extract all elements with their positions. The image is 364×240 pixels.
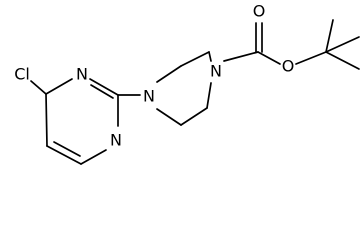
pyrimidine-ring bbox=[45, 78, 119, 165]
bond-piperazine-left-n-upper-ch2 bbox=[156, 65, 182, 83]
chlorine-label: Cl bbox=[14, 65, 30, 84]
bond-tert-butyl-c-right-methyl bbox=[325, 36, 360, 53]
bond-pyrimidine-c5-c4 bbox=[45, 93, 48, 147]
bond-pyrimidine-c6-c5-double bbox=[53, 141, 81, 157]
bond-piperazine-lower-ch2-right-lower-ch2 bbox=[180, 107, 208, 126]
bond-pyrimidine-c6-c5 bbox=[46, 145, 82, 165]
ester-oxygen-label: O bbox=[282, 57, 295, 76]
boc-group bbox=[223, 19, 360, 70]
piperazine-right-nitrogen-label: N bbox=[210, 62, 222, 81]
carbonyl-oxygen-label: O bbox=[253, 2, 266, 21]
bond-pyrimidine-lower-n-c6 bbox=[80, 149, 107, 165]
bond-pyrimidine-upper-n-c2 bbox=[89, 78, 119, 96]
bond-pyrimidine-c4-upper-n bbox=[45, 78, 73, 95]
bond-tert-butyl-c-upper-methyl bbox=[325, 19, 334, 53]
pyrimidine-upper-nitrogen-label: N bbox=[76, 65, 88, 84]
bond-piperazine-left-n-lower-ch2 bbox=[156, 108, 182, 126]
bond-pyrimidine-c4-chlorine bbox=[30, 80, 47, 95]
bond-ester-o-tert-butyl-c bbox=[295, 51, 327, 65]
bond-piperazine-n-carbonyl-c bbox=[223, 51, 259, 62]
piperazine-left-nitrogen-label: N bbox=[143, 87, 155, 106]
bond-tert-butyl-c-lower-methyl bbox=[325, 51, 360, 70]
piperazine-ring bbox=[156, 51, 212, 126]
molecule-structure: Cl N N N N O O bbox=[14, 2, 360, 165]
bond-piperazine-right-upper-ch2-right-n bbox=[208, 51, 212, 62]
bond-piperazine-upper-ch2-right-upper-ch2 bbox=[180, 51, 210, 67]
pyrimidine-lower-nitrogen-label: N bbox=[110, 131, 122, 150]
bond-pyrimidine-upper-n-c2-double bbox=[90, 84, 114, 99]
bond-piperazine-right-lower-ch2-right-n bbox=[206, 82, 212, 109]
bond-carbonyl-c-ester-o bbox=[257, 51, 281, 65]
